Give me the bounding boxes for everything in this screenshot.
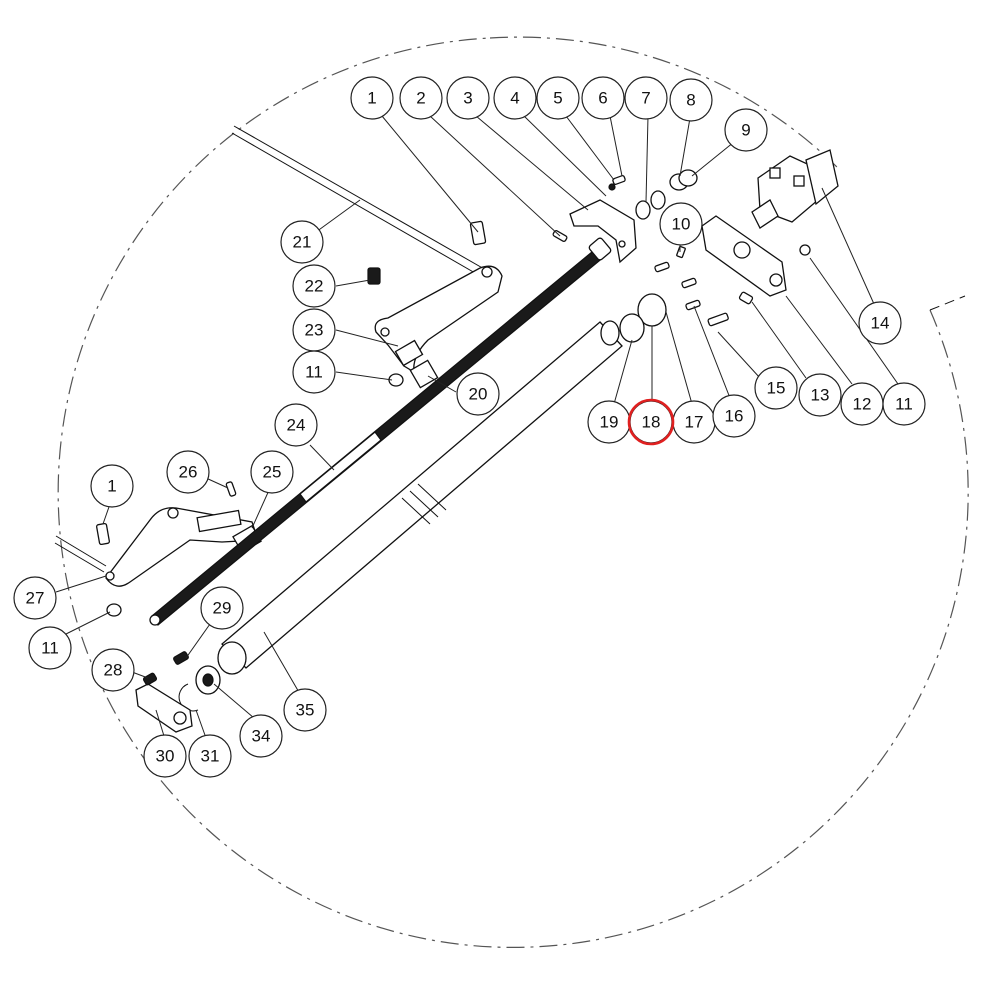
callout-7: 7 (624, 76, 668, 120)
callout-label: 8 (686, 91, 695, 110)
callout-9: 9 (724, 108, 768, 152)
callout-11-lower: 11 (28, 626, 72, 670)
callout-35: 35 (283, 688, 327, 732)
callout-label: 34 (252, 727, 271, 746)
snap-ring (178, 683, 199, 712)
callout-label: 7 (641, 89, 650, 108)
callout-21: 21 (280, 220, 324, 264)
callout-2: 2 (399, 76, 443, 120)
hex-nut (669, 169, 698, 191)
callout-label: 11 (895, 395, 913, 414)
callout-label: 25 (263, 463, 282, 482)
callout-31: 31 (188, 734, 232, 778)
callout-label: 17 (685, 413, 704, 432)
callout-label: 31 (201, 747, 220, 766)
callout-13: 13 (798, 373, 842, 417)
callout-4: 4 (493, 76, 537, 120)
end-bearing (195, 665, 221, 695)
callout-label: 19 (600, 413, 619, 432)
callout-label: 28 (104, 661, 123, 680)
callout-label: 30 (156, 747, 175, 766)
callout-label: 16 (725, 407, 744, 426)
callout-label: 1 (367, 89, 376, 108)
callout-label: 2 (416, 89, 425, 108)
callout-34: 34 (239, 714, 283, 758)
callout-5: 5 (536, 76, 580, 120)
callout-label: 3 (463, 89, 472, 108)
callout-label: 10 (672, 215, 691, 234)
callout-label: 5 (553, 89, 562, 108)
callout-label: 1 (107, 477, 116, 496)
lock-washer (635, 190, 666, 220)
callout-25: 25 (250, 450, 294, 494)
callout-label: 27 (26, 589, 45, 608)
callout-label: 9 (741, 121, 750, 140)
callout-16: 16 (712, 394, 756, 438)
callout-label: 13 (811, 386, 830, 405)
callout-26: 26 (166, 450, 210, 494)
callout-28: 28 (91, 648, 135, 692)
callout-label: 4 (510, 89, 519, 108)
callout-label: 14 (871, 314, 890, 333)
callout-30: 30 (143, 734, 187, 778)
callout-27: 27 (13, 576, 57, 620)
callout-3: 3 (446, 76, 490, 120)
callout-label: 24 (287, 416, 306, 435)
callout-24: 24 (274, 403, 318, 447)
callout-label: 29 (213, 599, 232, 618)
callout-1-lower: 1 (90, 464, 134, 508)
callout-10: 10 (659, 202, 703, 246)
callout-20: 20 (456, 372, 500, 416)
callout-label: 11 (305, 363, 323, 382)
leader-lines (55, 115, 899, 739)
end-plate (135, 683, 193, 733)
callout-6: 6 (581, 76, 625, 120)
callout-22: 22 (292, 264, 336, 308)
callout-label: 11 (41, 639, 59, 658)
misc-nuts (96, 267, 404, 617)
mount-bracket (569, 199, 637, 264)
detail-boundary-circle (57, 37, 969, 948)
detail-boundary-circle-end (489, 36, 841, 171)
callout-label: 6 (598, 89, 607, 108)
motor-mount-plate (701, 215, 787, 297)
callout-15: 15 (754, 366, 798, 410)
callout-17: 17 (672, 400, 716, 444)
callout-14: 14 (858, 301, 902, 345)
callout-label: 26 (179, 463, 198, 482)
callout-29: 29 (200, 586, 244, 630)
callout-12: 12 (840, 382, 884, 426)
callout-19: 19 (587, 400, 631, 444)
frame-rail (54, 125, 487, 573)
upper-arm-bracket (374, 265, 503, 389)
callout-label: 20 (469, 385, 488, 404)
callout-1: 1 (350, 76, 394, 120)
end-screws (142, 651, 189, 686)
callout-8: 8 (669, 78, 713, 122)
callout-label: 15 (767, 379, 786, 398)
callout-11-right: 11 (882, 382, 926, 426)
callout-label: 22 (305, 277, 324, 296)
bearing-flange (619, 293, 667, 343)
hydraulic-motor (751, 149, 839, 229)
callout-label: 35 (296, 701, 315, 720)
callout-label: 21 (293, 233, 312, 252)
highlight-ring (627, 398, 675, 446)
screw-set (654, 244, 811, 327)
callout-label: 23 (305, 321, 324, 340)
callout-23: 23 (292, 308, 336, 352)
main-tube (217, 320, 623, 675)
detail-boundary-break-line (929, 295, 966, 311)
threaded-rod (149, 237, 612, 626)
small-bolt (608, 175, 626, 191)
callout-label: 18 (642, 413, 661, 432)
callout-label: 12 (853, 395, 872, 414)
callout-11-upper: 11 (292, 350, 336, 394)
